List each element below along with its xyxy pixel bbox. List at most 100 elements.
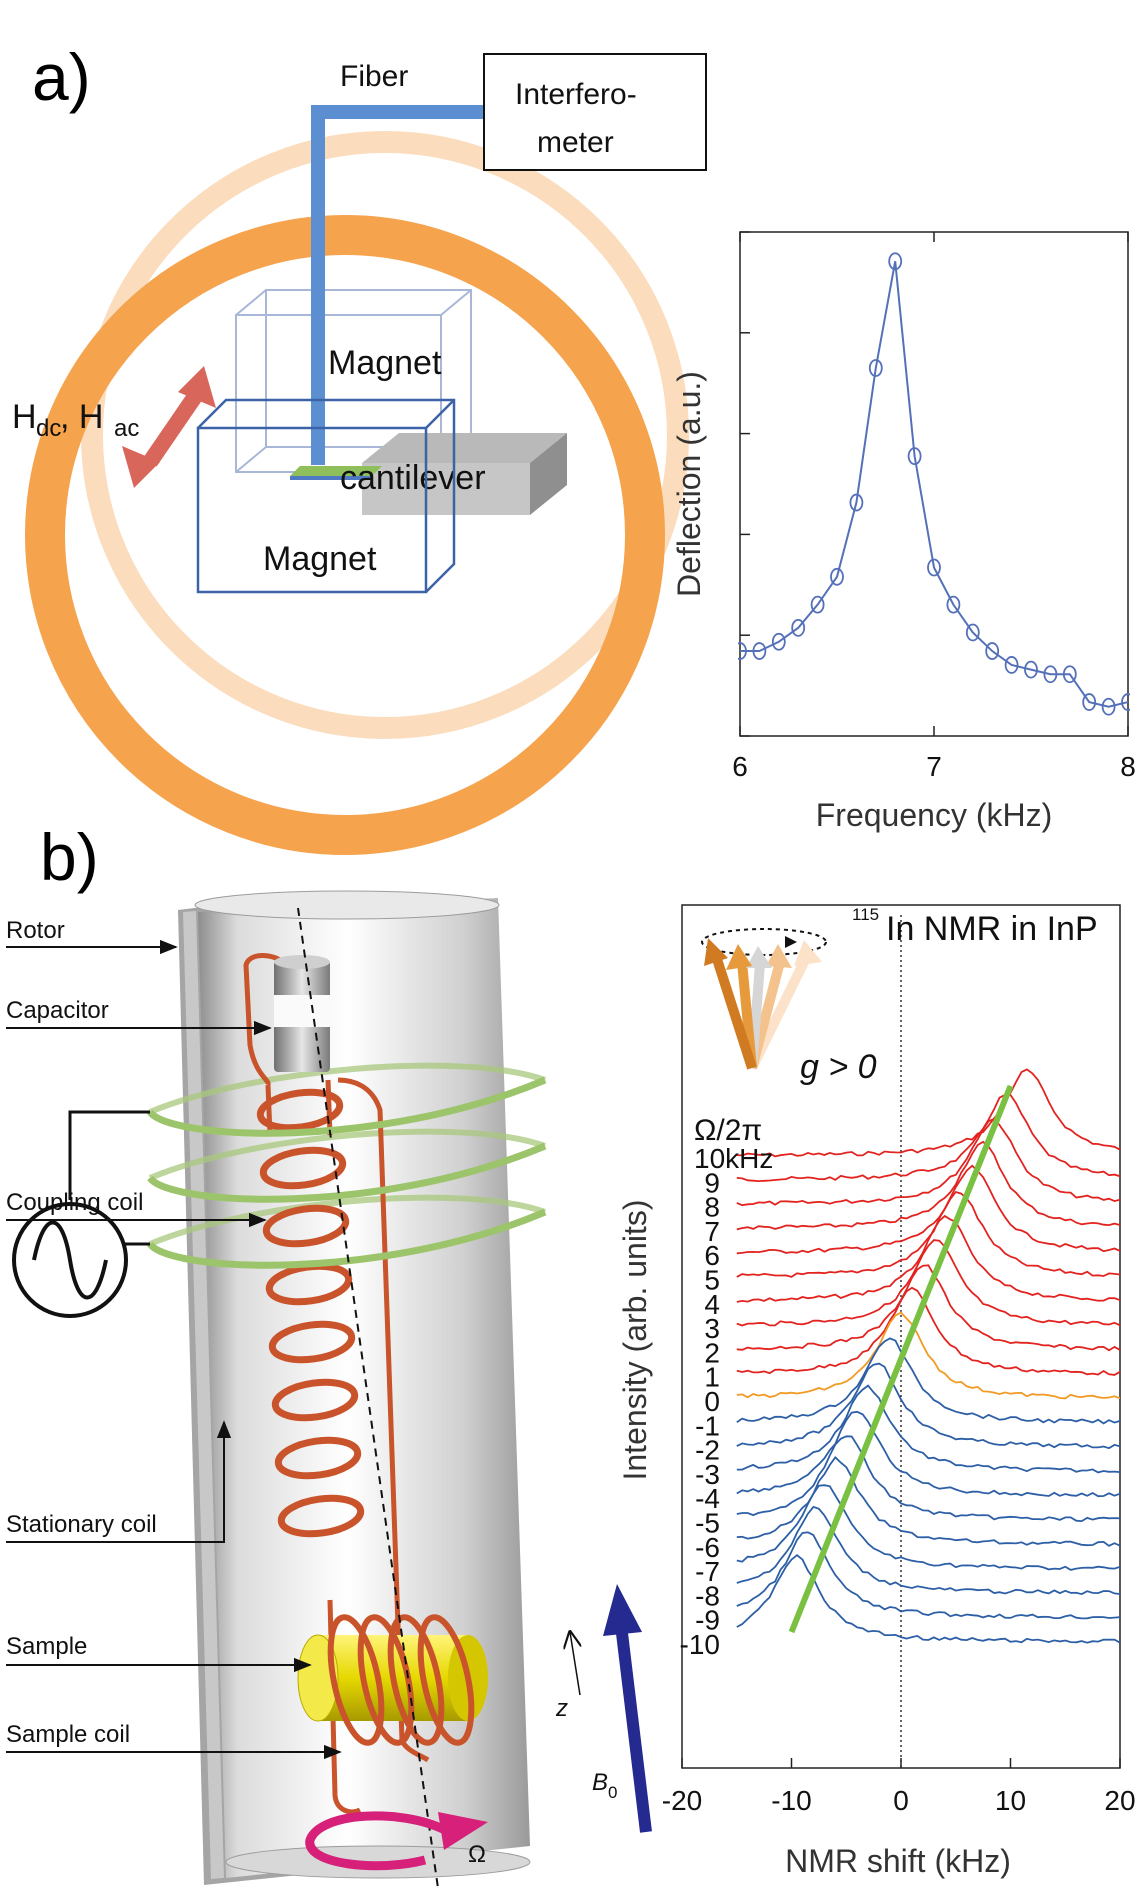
nmr-spectrum — [736, 1554, 1120, 1644]
deflection-point — [1082, 693, 1097, 711]
nmr-spectrum — [736, 1068, 1120, 1158]
deflection-line — [740, 261, 1129, 708]
callout-sample-label: Sample — [6, 1633, 87, 1660]
nmr-spectrum — [736, 1190, 1120, 1278]
b0-label: B 0 — [592, 1769, 617, 1802]
coupling-coil-turn — [268, 1320, 356, 1364]
z-axis-arrow — [570, 1632, 580, 1696]
deflection-point — [1101, 697, 1116, 716]
nmr-stack-label: 3 — [704, 1313, 720, 1344]
deflection-point — [1121, 693, 1130, 711]
magnet-bottom-label: Magnet — [263, 540, 377, 578]
nmr-spectrum — [736, 1362, 1120, 1450]
nmr-stack-label: -9 — [695, 1605, 720, 1636]
nmr-stack-label: -5 — [695, 1508, 720, 1539]
deflection-point — [752, 642, 767, 660]
nmr-spectrum — [736, 1531, 1120, 1620]
deflection-point — [830, 567, 844, 586]
nmr-x-ticks: -20 -10 0 10 20 — [662, 1758, 1136, 1816]
nmr-stack-label: 2 — [704, 1337, 720, 1368]
interferometer-label-line2: meter — [537, 126, 614, 159]
sample-coil-turn — [417, 1614, 475, 1746]
callouts: Rotor Capacitor Coupling coil Stationary… — [6, 917, 342, 1760]
field-arrow-icon — [122, 366, 216, 488]
nmr-x-axis-title: NMR shift (kHz) — [785, 1843, 1011, 1879]
svg-text:0: 0 — [608, 1783, 617, 1802]
panel-a-letter: a) — [32, 40, 91, 114]
nmr-x-tick-label: -10 — [771, 1785, 811, 1816]
sample-coil — [327, 1614, 475, 1746]
nmr-spectrum — [736, 1410, 1120, 1498]
nmr-spectra — [736, 1068, 1120, 1644]
precession-inset-icon — [701, 928, 827, 1071]
callout-capacitor-label: Capacitor — [6, 997, 109, 1024]
deflection-point — [1062, 665, 1077, 684]
z-axis-label: z — [555, 1695, 568, 1722]
nmr-stack-label: 4 — [704, 1289, 720, 1320]
nmr-stack-label: -1 — [695, 1410, 720, 1441]
nmr-stack-label: 6 — [704, 1240, 720, 1271]
field-label: H dc , H ac — [12, 398, 139, 442]
nmr-x-tick-label: 10 — [995, 1785, 1026, 1816]
nmr-x-tick-label: -20 — [662, 1785, 702, 1816]
callout-stationary-coil-label: Stationary coil — [6, 1511, 157, 1538]
deflection-point — [771, 632, 786, 651]
deflection-point — [849, 493, 864, 512]
stationary-coil-front — [147, 1076, 547, 1269]
deflection-x-tick-label: 8 — [1120, 751, 1136, 782]
nmr-stack-label: 0 — [704, 1386, 720, 1417]
deflection-series — [738, 252, 1130, 716]
svg-text:115: 115 — [852, 905, 879, 924]
rotation-arrow-icon — [305, 1811, 488, 1871]
deflection-point — [1004, 656, 1019, 674]
svg-text:dc: dc — [36, 415, 61, 442]
rotation-label: Ω — [468, 1841, 486, 1868]
nmr-spectrum — [736, 1456, 1120, 1547]
nmr-stack-label: -4 — [695, 1483, 720, 1514]
svg-text:In NMR in InP: In NMR in InP — [886, 910, 1098, 948]
coupling-coil-turn — [259, 1146, 347, 1190]
coupling-coil-turn — [256, 1088, 344, 1132]
nmr-spectrum — [736, 1239, 1120, 1327]
rotor-axis — [297, 907, 439, 1889]
deflection-point — [907, 447, 922, 466]
deflection-plot-frame — [739, 231, 1129, 737]
deflection-point — [868, 359, 883, 377]
nmr-stack-label: -6 — [695, 1532, 720, 1563]
coupling-coil — [256, 1088, 365, 1538]
nmr-spectrum — [736, 1505, 1120, 1596]
nmr-spectrum — [736, 1484, 1120, 1571]
nmr-stack-label: 10kHz — [694, 1143, 773, 1174]
coupling-coil-turn — [274, 1436, 362, 1480]
nmr-x-tick-label: 0 — [893, 1785, 909, 1816]
nmr-stack-label: -8 — [695, 1580, 720, 1611]
interferometer-box — [483, 53, 707, 171]
nmr-spectrum — [736, 1140, 1120, 1231]
coupling-coil-turn — [271, 1378, 359, 1422]
deflection-point — [791, 618, 806, 637]
deflection-x-tick-label: 6 — [732, 751, 748, 782]
deflection-point — [927, 558, 941, 577]
sample-coil-turn — [327, 1614, 385, 1746]
svg-text:B: B — [592, 1769, 608, 1796]
deflection-ticks — [739, 231, 1129, 737]
fiber-label: Fiber — [340, 60, 408, 93]
cantilever — [290, 466, 382, 480]
callout-rotor-label: Rotor — [6, 917, 65, 944]
panel-b-letter: b) — [40, 820, 99, 894]
nmr-stack-label: 1 — [704, 1362, 720, 1393]
nmr-stack-label: 9 — [704, 1167, 720, 1198]
nmr-stack-header: Ω/2π — [694, 1114, 762, 1147]
nmr-spectrum — [736, 1384, 1120, 1474]
interferometer-label-line1: Interfero- — [515, 78, 637, 111]
nmr-x-tick-label: 20 — [1104, 1785, 1135, 1816]
nmr-stack-label: 5 — [704, 1265, 720, 1296]
callout-sample-coil-label: Sample coil — [6, 1721, 130, 1748]
nmr-spectrum — [736, 1311, 1120, 1400]
deflection-x-axis-title: Frequency (kHz) — [816, 797, 1053, 833]
deflection-point — [946, 595, 961, 614]
nmr-stack-label: -7 — [695, 1556, 720, 1587]
magnet-top-label: Magnet — [328, 344, 442, 382]
